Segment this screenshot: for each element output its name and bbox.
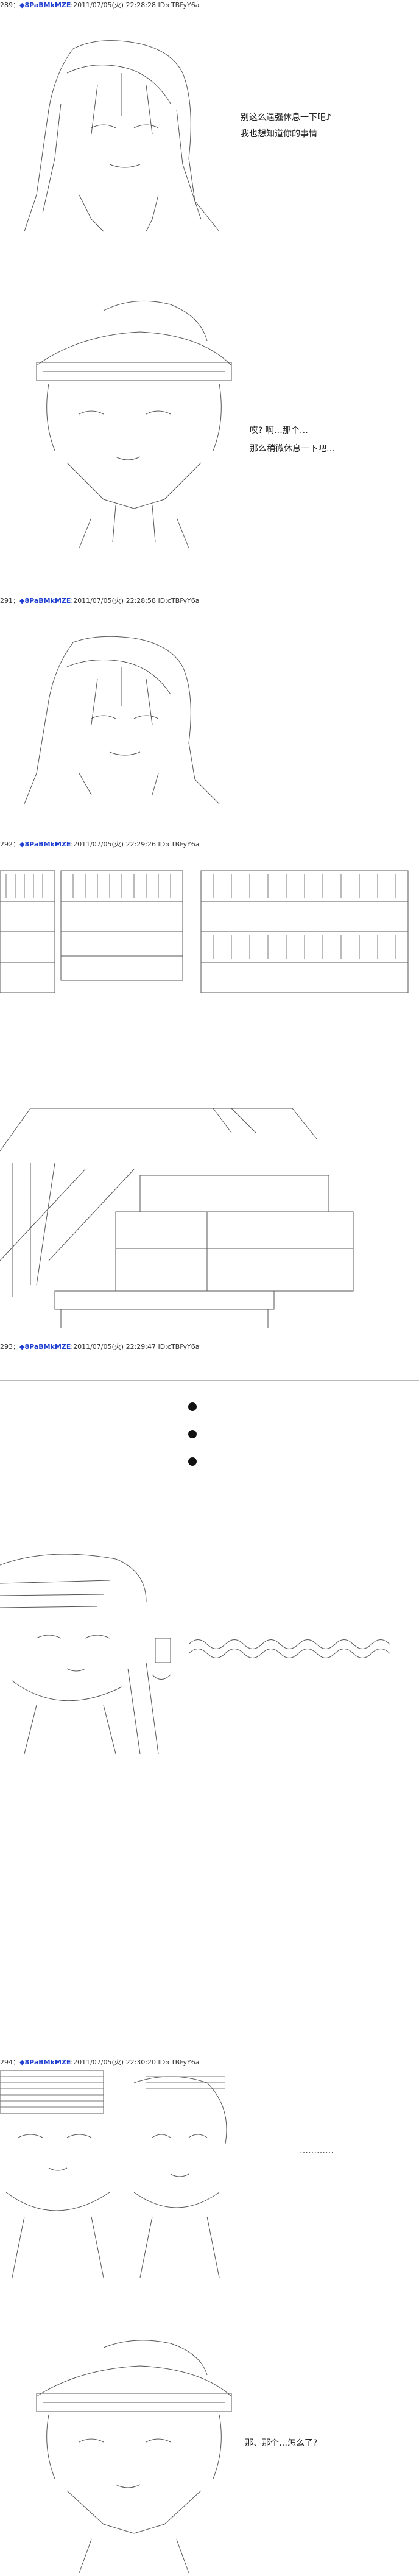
poster-name[interactable]: ◆8PaBMkMZE — [19, 840, 71, 848]
poster-name[interactable]: ◆8PaBMkMZE — [19, 2058, 71, 2066]
ascii-art-boy-sigh — [0, 1554, 390, 1754]
dialog-line: 我也想知道你的事情 — [241, 129, 317, 139]
ascii-art-boy-bandana-2 — [36, 2340, 232, 2574]
ascii-art-girl-smiling-2 — [24, 636, 220, 804]
dialog-line: 哎? 啊…那个… — [250, 426, 308, 435]
ascii-art-girl-smiling — [24, 40, 220, 232]
dialog-line: ………… — [300, 2146, 334, 2156]
ascii-art-sofa-room — [0, 1108, 354, 1328]
post-number: 291： — [0, 597, 19, 605]
post-meta: :2011/07/05(火) 22:28:58 ID:cTBFyY6a — [71, 597, 200, 605]
separator-line — [0, 1380, 419, 1381]
post-meta: :2011/07/05(火) 22:28:28 ID:cTBFyY6a — [71, 1, 200, 9]
poster-name[interactable]: ◆8PaBMkMZE — [19, 597, 71, 605]
dialog-line: 别这么逞强休息一下吧♪ — [241, 113, 331, 122]
post-meta: :2011/07/05(火) 22:30:20 ID:cTBFyY6a — [71, 2058, 200, 2066]
post-header-292: 292：◆8PaBMkMZE:2011/07/05(火) 22:29:26 ID… — [0, 840, 200, 849]
ellipsis-dot — [188, 1457, 197, 1466]
post-number: 294： — [0, 2058, 19, 2066]
dialog-line: 那、那个…怎么了? — [245, 2438, 318, 2448]
poster-name[interactable]: ◆8PaBMkMZE — [19, 1, 71, 9]
post-number: 289： — [0, 1, 19, 9]
post-number: 293： — [0, 1343, 19, 1351]
ellipsis-dot — [188, 1430, 197, 1438]
post-meta: :2011/07/05(火) 22:29:26 ID:cTBFyY6a — [71, 840, 200, 848]
dialog-line: 那么稍微休息一下吧… — [250, 444, 335, 454]
post-header-291: 291：◆8PaBMkMZE:2011/07/05(火) 22:28:58 ID… — [0, 597, 200, 605]
ascii-art-boy-bandana — [36, 300, 232, 549]
post-header-294: 294：◆8PaBMkMZE:2011/07/05(火) 22:30:20 ID… — [0, 2058, 200, 2067]
post-header-293: 293：◆8PaBMkMZE:2011/07/05(火) 22:29:47 ID… — [0, 1343, 200, 1351]
post-number: 292： — [0, 840, 19, 848]
ascii-art-two-people — [0, 2070, 227, 2278]
ascii-art-bookshelves — [0, 870, 409, 993]
ellipsis-dot — [188, 1402, 197, 1411]
post-meta: :2011/07/05(火) 22:29:47 ID:cTBFyY6a — [71, 1343, 200, 1351]
post-header-289: 289：◆8PaBMkMZE:2011/07/05(火) 22:28:28 ID… — [0, 1, 200, 10]
poster-name[interactable]: ◆8PaBMkMZE — [19, 1343, 71, 1351]
